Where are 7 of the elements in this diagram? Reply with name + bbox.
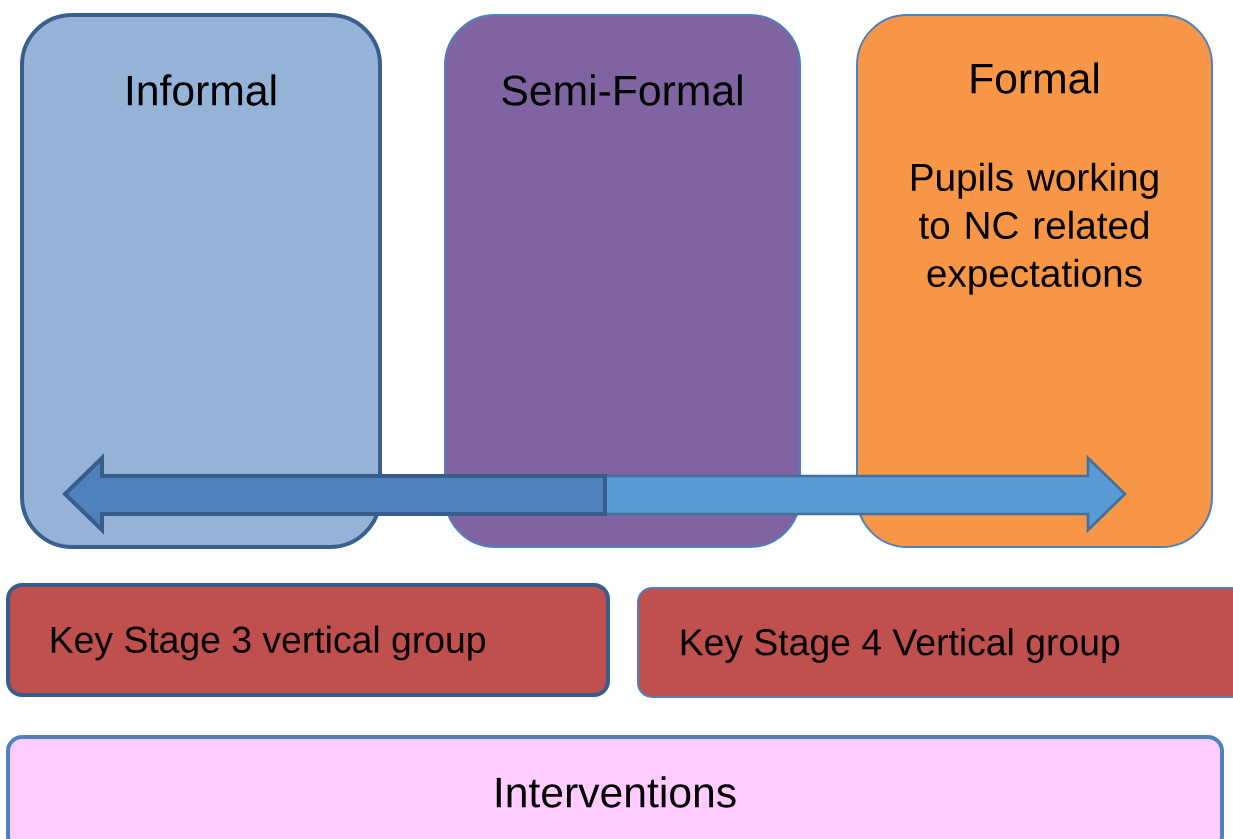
group-label: Key Stage 4 Vertical group <box>681 628 1120 663</box>
column-title: Formal <box>971 62 1098 94</box>
column-title: Semi-Formal <box>502 74 742 106</box>
band-label: Interventions <box>496 776 736 808</box>
column-text: Pupils working to NC related expectations <box>911 162 1158 295</box>
column-title: Informal <box>127 74 276 106</box>
group-label: Key Stage 3 vertical group <box>51 625 485 661</box>
